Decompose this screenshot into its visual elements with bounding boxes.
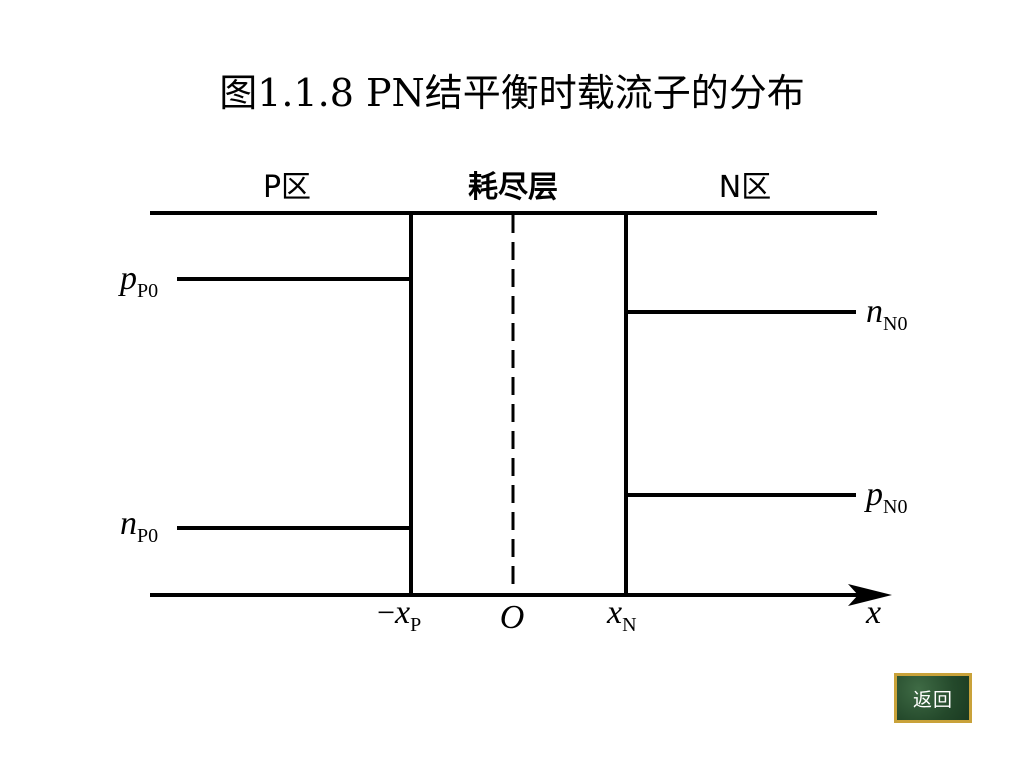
back-button[interactable]: 返回 — [894, 673, 972, 723]
page-title: 图1.1.8 PN结平衡时载流子的分布 — [219, 71, 805, 115]
p-p0-label: pP0 — [118, 260, 158, 302]
p-n0-label: pN0 — [864, 476, 907, 518]
p-region-label: P区 — [263, 170, 311, 205]
back-button-label: 返回 — [912, 688, 953, 711]
n-p0-label: nP0 — [120, 505, 158, 547]
x-axis-label: x — [865, 594, 881, 631]
minus-xp-label: −xP — [377, 594, 421, 636]
depletion-layer-label: 耗尽层 — [468, 170, 558, 205]
x-axis-arrow-icon — [848, 584, 892, 606]
n-n0-label: nN0 — [866, 293, 907, 335]
n-region-label: N区 — [719, 170, 771, 205]
origin-label: O — [500, 599, 525, 636]
xn-label: xN — [606, 594, 637, 636]
